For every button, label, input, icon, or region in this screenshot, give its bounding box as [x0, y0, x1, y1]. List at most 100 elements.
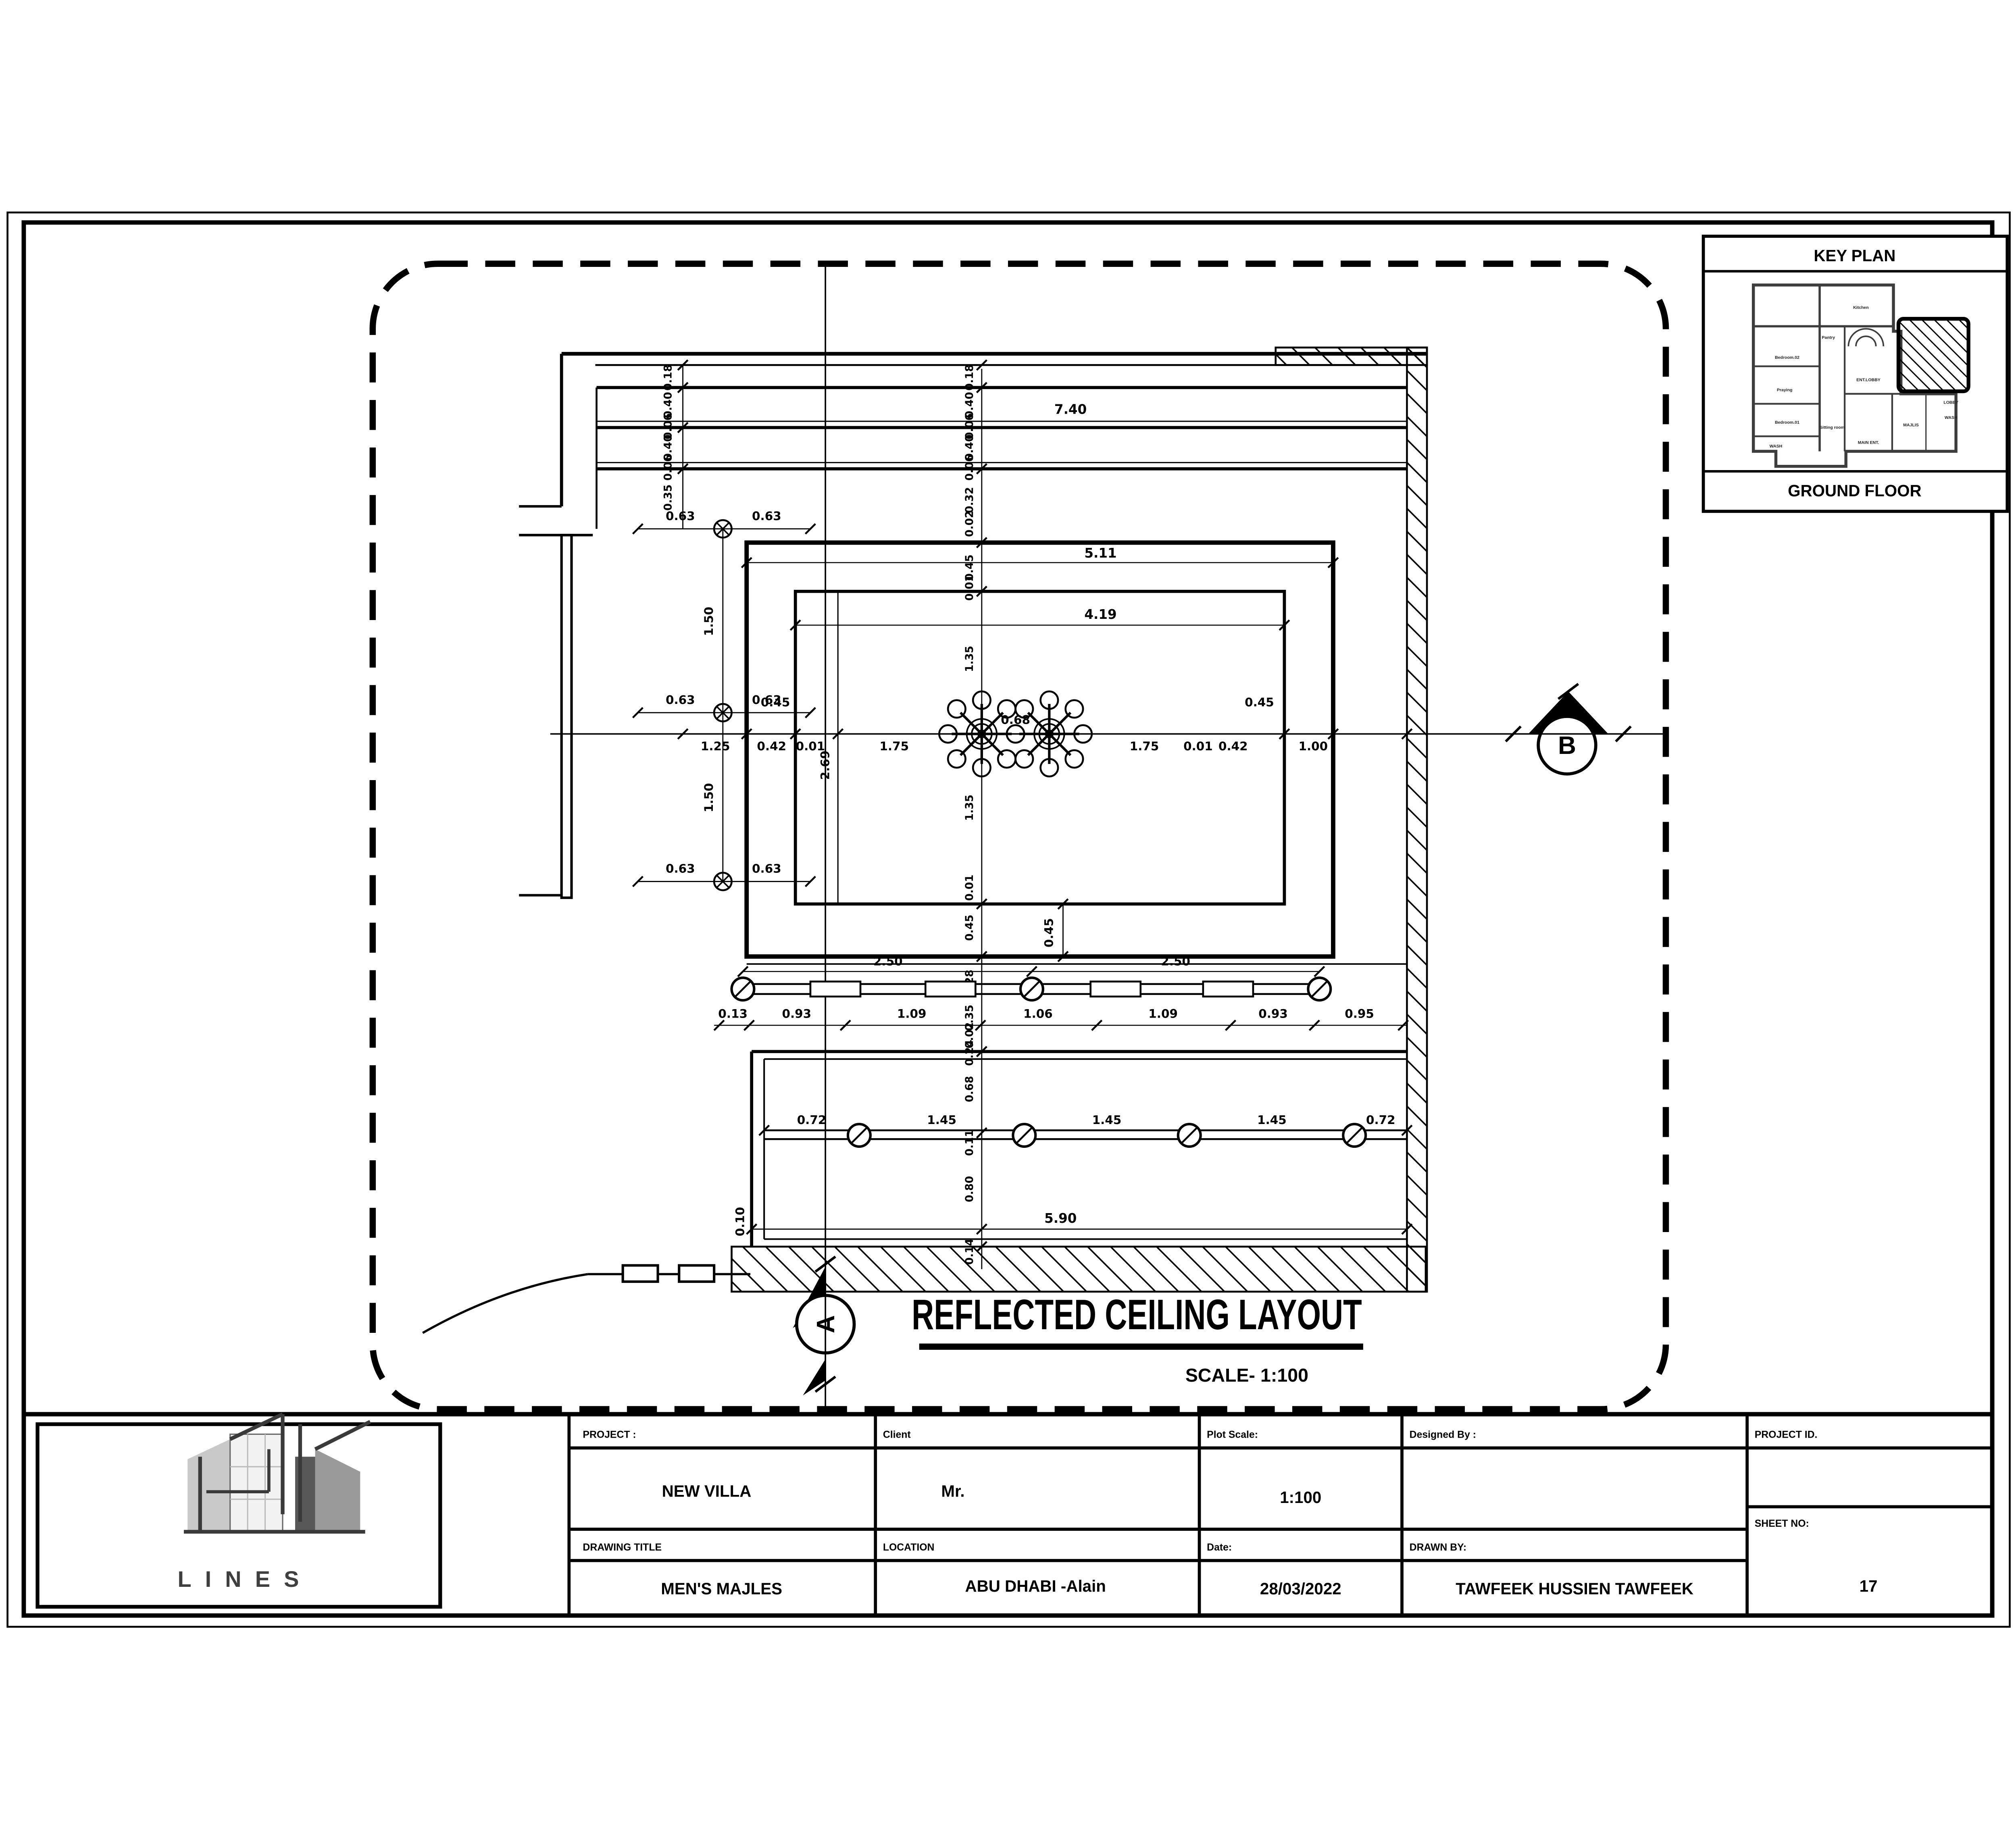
key-plan-title: KEY PLAN — [1814, 246, 1895, 265]
room-label: MAIN ENT. — [1858, 440, 1879, 445]
left-light-grid: 0.63 0.63 0.63 0.63 0.63 — [632, 509, 816, 891]
dim-bottom-width: 5.90 — [1044, 1211, 1077, 1226]
section-marker-a: A — [793, 1255, 856, 1396]
drawn-by-label: DRAWN BY: — [1410, 1542, 1466, 1553]
room-label: Bedroom.02 — [1775, 355, 1799, 360]
dim: 0.11 — [964, 1130, 976, 1156]
top-wall-hatch — [1275, 346, 1428, 366]
dim: 0.42 — [757, 739, 786, 753]
room-label: Pantry — [1822, 335, 1835, 340]
room-label: WASH — [1945, 415, 1958, 420]
dim: 0.93 — [1258, 1007, 1288, 1021]
reflected-ceiling-plan: 5.11 4.19 7.40 0.63 0.63 — [422, 346, 1632, 1396]
company-logo: LINES — [35, 1412, 442, 1609]
dim: 1.45 — [927, 1113, 956, 1127]
center-dim-chain: 0.18 0.40 0.06 0.40 0.06 0.32 0.02 0.45 … — [964, 359, 987, 1265]
width-dimensions: 5.11 4.19 7.40 — [741, 402, 1339, 631]
key-plan-map — [1752, 283, 1970, 468]
dim: 1.09 — [897, 1007, 927, 1021]
dim-total-height: 7.40 — [1054, 402, 1087, 417]
light-track: 2.50 2.50 — [730, 954, 1332, 1002]
room-label: LOBBY — [1943, 400, 1958, 405]
room-label: Kitchen — [1853, 305, 1869, 310]
dim: 0.01 — [1183, 739, 1213, 753]
drawing-title: REFLECTED CEILING LAYOUT — [912, 1291, 1362, 1338]
chandelier-icon — [1014, 690, 1093, 778]
dim: 0.06 — [964, 454, 976, 481]
dim: 0.68 — [964, 1076, 976, 1102]
dim: 0.40 — [964, 392, 976, 418]
dim-light-gap: 1.50 — [702, 607, 716, 636]
tray-ceiling-rects — [744, 540, 1407, 965]
plot-scale-label: Plot Scale: — [1207, 1430, 1258, 1440]
dim-light: 0.63 — [752, 862, 781, 876]
dim: 0.35 — [964, 1005, 976, 1031]
sheet-no-label: SHEET NO: — [1755, 1518, 1809, 1529]
chandelier-icon — [938, 690, 1025, 778]
dim: 0.35 — [662, 485, 675, 511]
dim-outer-width: 5.11 — [1084, 545, 1116, 561]
spotlight-icon — [1342, 1123, 1367, 1148]
dim-light: 0.63 — [666, 693, 695, 707]
date-value: 28/03/2022 — [1260, 1579, 1341, 1598]
dim: 1.35 — [964, 795, 976, 821]
logo-text: LINES — [177, 1566, 312, 1592]
lower-ceiling-zone: 0.72 1.45 1.45 1.45 0.72 5.90 0.10 — [733, 1050, 1413, 1247]
track-light-icon — [1307, 976, 1332, 1002]
lines-logo-building-icon — [183, 1412, 371, 1534]
dim-track: 2.50 — [1161, 954, 1190, 968]
section-b-label: B — [1558, 732, 1576, 760]
dim: 0.10 — [733, 1207, 747, 1236]
track-light-icon — [1019, 976, 1044, 1002]
dim: 0.80 — [964, 1176, 976, 1202]
track-light-icon — [730, 976, 756, 1002]
dashed-zone-boundary — [369, 260, 1669, 1413]
title-block: PROJECT : Client Plot Scale: Designed By… — [23, 1412, 1993, 1616]
location-label: LOCATION — [883, 1542, 935, 1553]
dim: 0.72 — [797, 1113, 827, 1127]
dim: 1.45 — [1092, 1113, 1122, 1127]
dim: 1.45 — [1257, 1113, 1287, 1127]
spotlight-icon — [1012, 1123, 1037, 1148]
dim: 0.40 — [662, 435, 675, 461]
dim-offset: 0.45 — [761, 695, 790, 709]
room-label: ENT.LOBBY — [1856, 378, 1881, 383]
dim: 1.09 — [1148, 1007, 1178, 1021]
dim-inner-width: 4.19 — [1084, 607, 1116, 622]
date-label: Date: — [1207, 1542, 1232, 1553]
key-plan: KEY PLAN GROUND FLOOR Kitchen Pantry Bed… — [1702, 235, 2009, 513]
dim-light-gap: 1.50 — [702, 783, 716, 812]
project-label: PROJECT : — [583, 1430, 636, 1440]
spotlight-icon — [846, 1123, 872, 1148]
key-plan-floor: GROUND FLOOR — [1788, 481, 1921, 500]
dim: 0.95 — [1345, 1007, 1374, 1021]
dim: 0.01 — [964, 874, 976, 901]
dim: 0.18 — [662, 364, 675, 391]
drawing-scale: SCALE- 1:100 — [1185, 1365, 1308, 1386]
dim-light: 0.63 — [752, 509, 781, 523]
right-wall-hatch — [1406, 346, 1428, 1293]
sheet-border — [6, 211, 2011, 1628]
dim: 0.02 — [964, 511, 976, 537]
chandelier-symbols — [938, 690, 1093, 778]
dim: 0.06 — [964, 413, 976, 439]
drawn-by-value: TAWFEEK HUSSIEN TAWFEEK — [1456, 1579, 1693, 1598]
dim: 1.75 — [879, 739, 909, 753]
dim: 0.40 — [964, 435, 976, 461]
location-value: ABU DHABI -Alain — [965, 1577, 1106, 1595]
left-dim-chain: 0.18 0.40 0.06 0.40 0.06 0.35 — [662, 359, 689, 529]
dim: 0.45 — [964, 915, 976, 941]
leader-line — [422, 1264, 751, 1334]
walls — [519, 346, 1428, 1293]
dim: 1.00 — [1298, 739, 1328, 753]
light-row-3: 0.63 0.63 — [632, 862, 816, 891]
dim-light: 0.63 — [752, 693, 781, 707]
dim: 1.06 — [1023, 1007, 1053, 1021]
dim: 0.01 — [796, 739, 825, 753]
dim: 0.06 — [662, 413, 675, 439]
room-label: WASH — [1770, 444, 1783, 449]
room-label: MAJLIS — [1903, 423, 1919, 427]
room-label: Praying — [1777, 388, 1793, 393]
